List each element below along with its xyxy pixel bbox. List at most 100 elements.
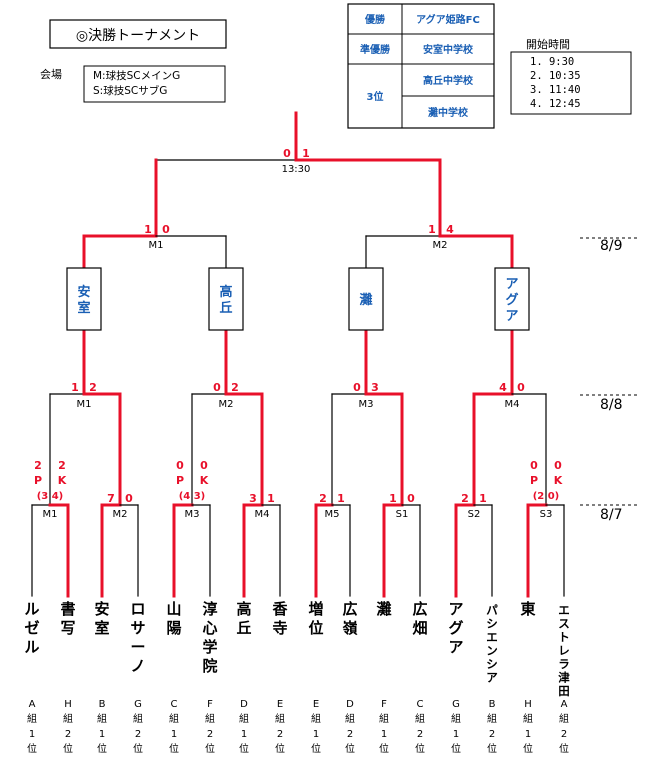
team-name-char: 広	[412, 600, 427, 618]
qf-winner-char: 室	[77, 300, 90, 316]
quarter-score-left: 0	[353, 381, 361, 394]
quarter-score-right: 2	[89, 381, 97, 394]
team-group-char: 組	[133, 712, 143, 725]
team-group-char: 1	[171, 729, 177, 740]
venue-box	[83, 65, 226, 103]
team-group-char: B	[99, 699, 106, 710]
rank-3: 3位	[367, 90, 384, 103]
team-group-char: E	[277, 699, 283, 710]
rank-2-team: 安室中学校	[423, 43, 474, 56]
team-group-char: 位	[133, 742, 143, 755]
team-group-char: 2	[135, 729, 141, 740]
team-group-char: 組	[379, 712, 389, 725]
team-group-char: 1	[381, 729, 387, 740]
r1-pk-right: K	[200, 474, 209, 487]
team-group-char: 組	[311, 712, 321, 725]
team-name-char: ラ	[558, 657, 570, 671]
team-name-char: 写	[60, 619, 75, 637]
team-name-char: ル	[24, 638, 39, 656]
team-name-char: ー	[130, 638, 145, 656]
r1-pk-score: (3 4)	[37, 491, 64, 502]
r1-pk-left: P	[530, 474, 538, 487]
results-table: 優勝 アグア姫路FC 準優勝 安室中学校 3位 高丘中学校 灘中学校	[347, 3, 495, 129]
rank-1-team: アグア姫路FC	[416, 13, 480, 26]
r1-pk-score: (2 0)	[533, 491, 560, 502]
team-name-char: 田	[558, 684, 570, 698]
team-name-char: 安	[94, 600, 109, 618]
team-name-char: ン	[486, 644, 498, 658]
team-group-char: 2	[489, 729, 495, 740]
team-name-char: シ	[486, 657, 498, 671]
team-name-char: 位	[308, 619, 323, 637]
team-group-char: 組	[523, 712, 533, 725]
r1-pk-score: (4 3)	[179, 491, 206, 502]
team-group-char: E	[313, 699, 319, 710]
team-name-char: ア	[448, 638, 463, 656]
team-group-char: 組	[345, 712, 355, 725]
team-name-char: レ	[558, 644, 570, 658]
team-group-char: A	[29, 699, 36, 710]
qf-winner-char: 灘	[359, 292, 372, 308]
qf-winner-char: 高	[219, 284, 232, 300]
r1-score-right: 0	[554, 459, 562, 472]
page-title: ◎決勝トーナメント	[76, 28, 200, 44]
qf-winner-char: 丘	[219, 301, 232, 316]
rank-3-team-a: 高丘中学校	[423, 74, 474, 87]
r1-score-left: 2	[319, 492, 327, 505]
quarter-field: M1	[77, 399, 92, 410]
r1-field: M3	[185, 509, 200, 520]
team-name-char: グ	[448, 619, 463, 637]
team-name-char: 丘	[236, 619, 251, 637]
team-group-char: G	[134, 699, 142, 710]
semi-score-right: 0	[162, 223, 170, 236]
team-name-char: 香	[272, 600, 287, 618]
team-name-char: 学	[202, 638, 217, 656]
team-group-char: 1	[241, 729, 247, 740]
team-name-char: 津	[558, 671, 570, 685]
team-name-char: 増	[308, 600, 323, 618]
team-group-char: 2	[417, 729, 423, 740]
r1-score-right: 1	[479, 492, 487, 505]
quarter-score-right: 3	[371, 381, 379, 394]
team-group-char: D	[346, 699, 354, 710]
r1-field: S1	[396, 509, 409, 520]
team-group-char: 組	[275, 712, 285, 725]
team-name-char: ア	[448, 600, 463, 618]
team-group-char: 位	[523, 742, 533, 755]
team-group-char: 2	[347, 729, 353, 740]
team-name-char: 嶺	[341, 619, 357, 637]
quarter-score-right: 2	[231, 381, 239, 394]
date-markers: 8/9 8/8 8/7	[580, 237, 638, 523]
qf-winner-char: グ	[505, 292, 518, 308]
start-time-3: 3. 11:40	[530, 84, 581, 96]
team-name-char: 広	[342, 600, 357, 618]
start-time-2: 2. 10:35	[530, 70, 581, 82]
team-group-char: 位	[63, 742, 73, 755]
date-semis: 8/9	[600, 238, 623, 254]
venue-line-2: S:球技SCサブG	[93, 84, 167, 97]
start-time-1: 1. 9:30	[530, 56, 574, 68]
r1-score-left: 3	[249, 492, 257, 505]
team-name-char: 室	[94, 619, 109, 637]
team-group-char: B	[489, 699, 496, 710]
team-group-char: 位	[205, 742, 215, 755]
team-group-char: H	[64, 699, 72, 710]
team-group-char: 1	[453, 729, 459, 740]
team-group-char: F	[207, 699, 213, 710]
team-group-char: 位	[415, 742, 425, 755]
team-name-char: エ	[558, 603, 570, 617]
date-round1: 8/7	[600, 507, 623, 523]
qf-winner-char: 安	[77, 284, 90, 300]
venue-label: 会場	[40, 68, 62, 81]
team-name-char: 山	[166, 600, 181, 618]
r1-pk-right: K	[554, 474, 563, 487]
start-times-box	[510, 51, 632, 115]
team-name-char: ス	[558, 617, 570, 631]
quarter-score-left: 0	[213, 381, 221, 394]
team-name-char: 心	[202, 619, 217, 637]
team-group-char: 位	[559, 742, 569, 755]
r1-score-right: 1	[267, 492, 275, 505]
team-name-char: 畑	[411, 619, 427, 637]
r1-pk-right: K	[58, 474, 67, 487]
